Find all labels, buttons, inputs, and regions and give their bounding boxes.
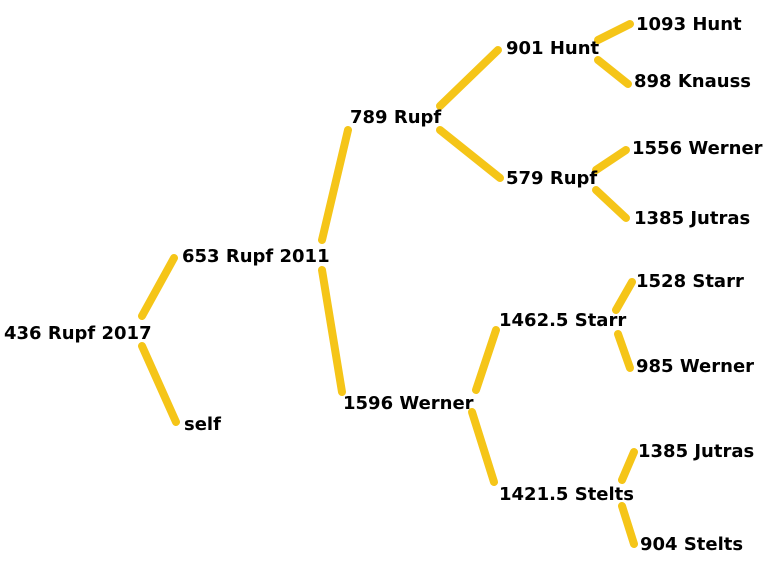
link-653-1596 bbox=[318, 266, 346, 396]
link-579-1385a bbox=[592, 186, 630, 222]
node-1385-jutras-b: 1385 Jutras bbox=[638, 441, 755, 462]
link-901-1093 bbox=[594, 20, 634, 44]
link-653-789 bbox=[318, 126, 352, 244]
node-1556-werner: 1556 Werner bbox=[632, 138, 763, 159]
node-904-stelts: 904 Stelts bbox=[640, 534, 744, 555]
link-1421-904 bbox=[618, 502, 638, 548]
link-789-579 bbox=[436, 126, 504, 182]
link-1462-985 bbox=[614, 330, 634, 372]
link-1596-1462 bbox=[472, 326, 500, 394]
link-1462-1528 bbox=[612, 278, 636, 314]
node-1596-werner: 1596 Werner bbox=[343, 393, 474, 414]
link-1421-1385b bbox=[618, 448, 638, 484]
node-1385-jutras-a: 1385 Jutras bbox=[634, 208, 751, 229]
node-1462-5-starr: 1462.5 Starr bbox=[499, 310, 627, 331]
node-789-rupf: 789 Rupf bbox=[350, 107, 442, 128]
node-653-rupf-2011: 653 Rupf 2011 bbox=[182, 246, 330, 267]
node-1421-5-stelts: 1421.5 Stelts bbox=[499, 484, 634, 505]
node-985-werner: 985 Werner bbox=[636, 356, 755, 377]
link-436-653 bbox=[138, 254, 178, 320]
link-436-self bbox=[138, 342, 180, 426]
link-789-901 bbox=[436, 46, 502, 110]
node-901-hunt: 901 Hunt bbox=[506, 38, 600, 59]
node-436-rupf-2017: 436 Rupf 2017 bbox=[4, 323, 152, 344]
node-1528-starr: 1528 Starr bbox=[636, 271, 744, 292]
link-901-898 bbox=[594, 56, 632, 88]
link-579-1556 bbox=[592, 146, 630, 174]
node-579-rupf: 579 Rupf bbox=[506, 168, 598, 189]
link-1596-1421 bbox=[468, 408, 498, 486]
node-self: self bbox=[184, 414, 221, 435]
node-1093-hunt: 1093 Hunt bbox=[636, 14, 742, 35]
node-898-knauss: 898 Knauss bbox=[634, 71, 751, 92]
